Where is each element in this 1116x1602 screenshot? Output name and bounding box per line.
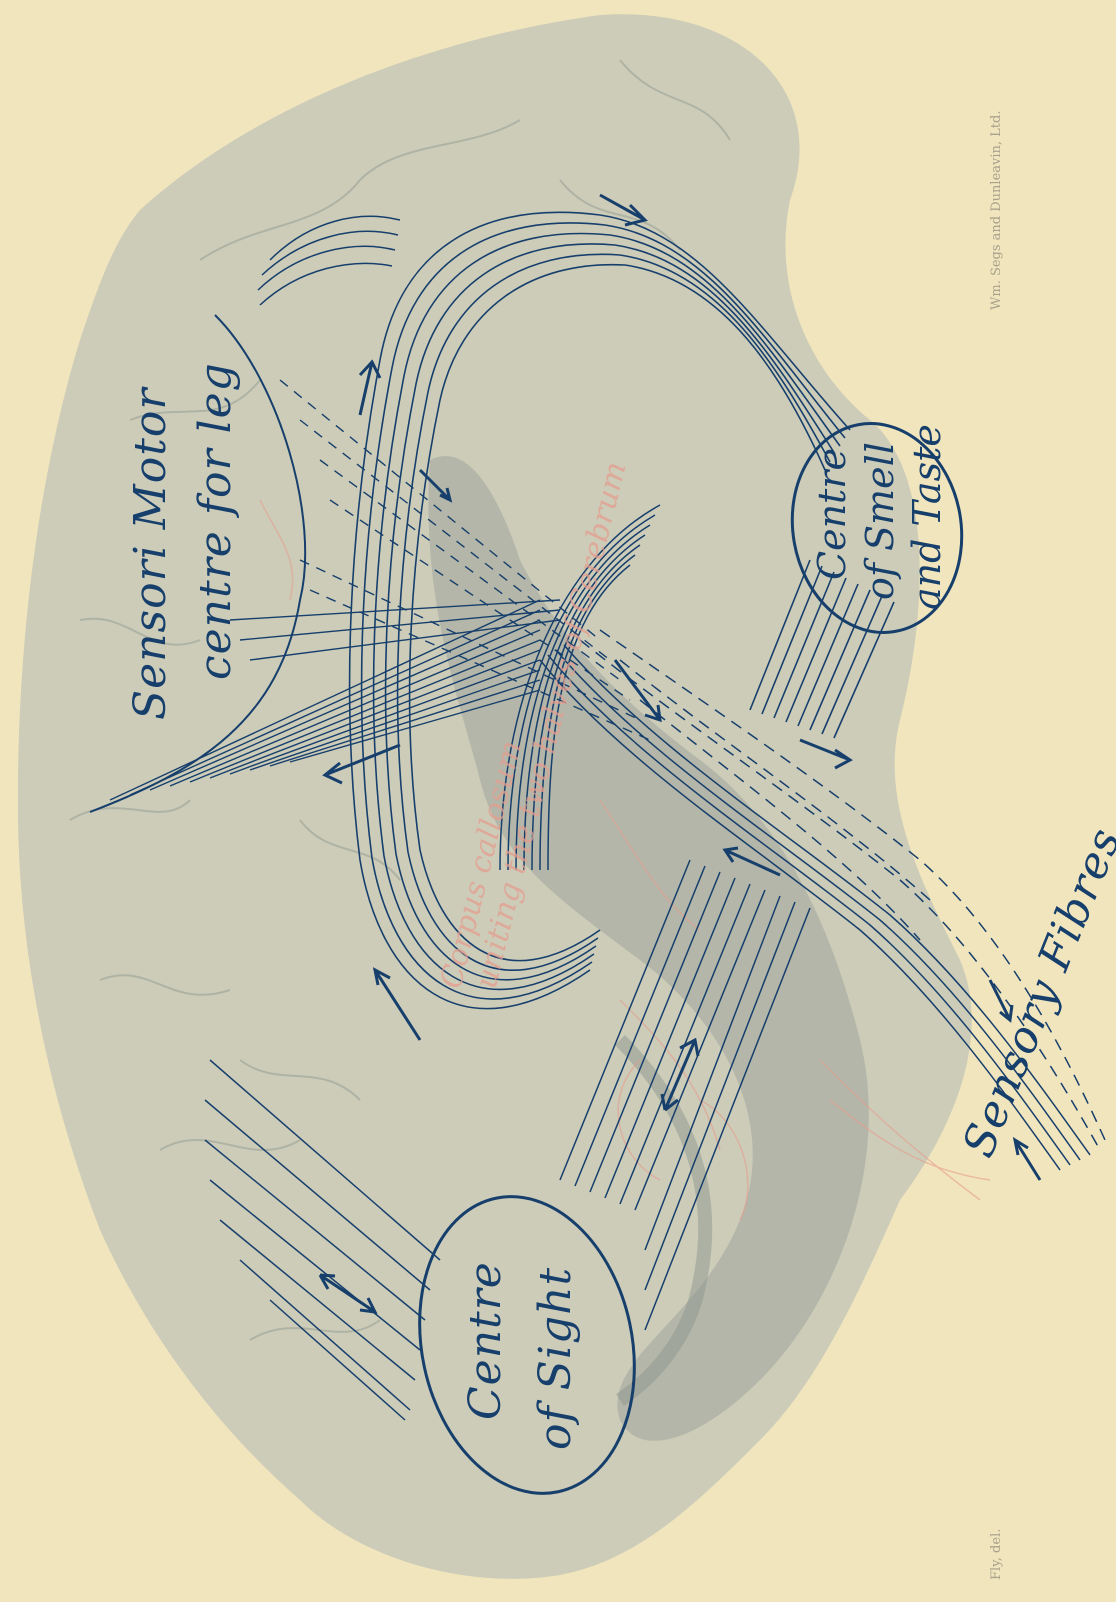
artist-credit: Fly, del. bbox=[989, 1529, 1004, 1580]
label-sight-line1: Centre bbox=[460, 1261, 511, 1420]
label-sensory-fibres: Sensory Fibres bbox=[953, 821, 1116, 1165]
label-sight-line2: of Sight bbox=[530, 1267, 581, 1450]
label-centre-for-leg: centre for leg bbox=[190, 362, 241, 680]
label-smell-line1: Centre bbox=[810, 448, 854, 580]
label-sensori-motor: Sensori Motor bbox=[125, 386, 176, 720]
label-smell-line2: of Smell bbox=[858, 442, 902, 600]
printer-credit: Wm. Segs and Dunleavin, Ltd. bbox=[989, 111, 1004, 310]
label-smell-line3: and Taste bbox=[905, 424, 949, 610]
